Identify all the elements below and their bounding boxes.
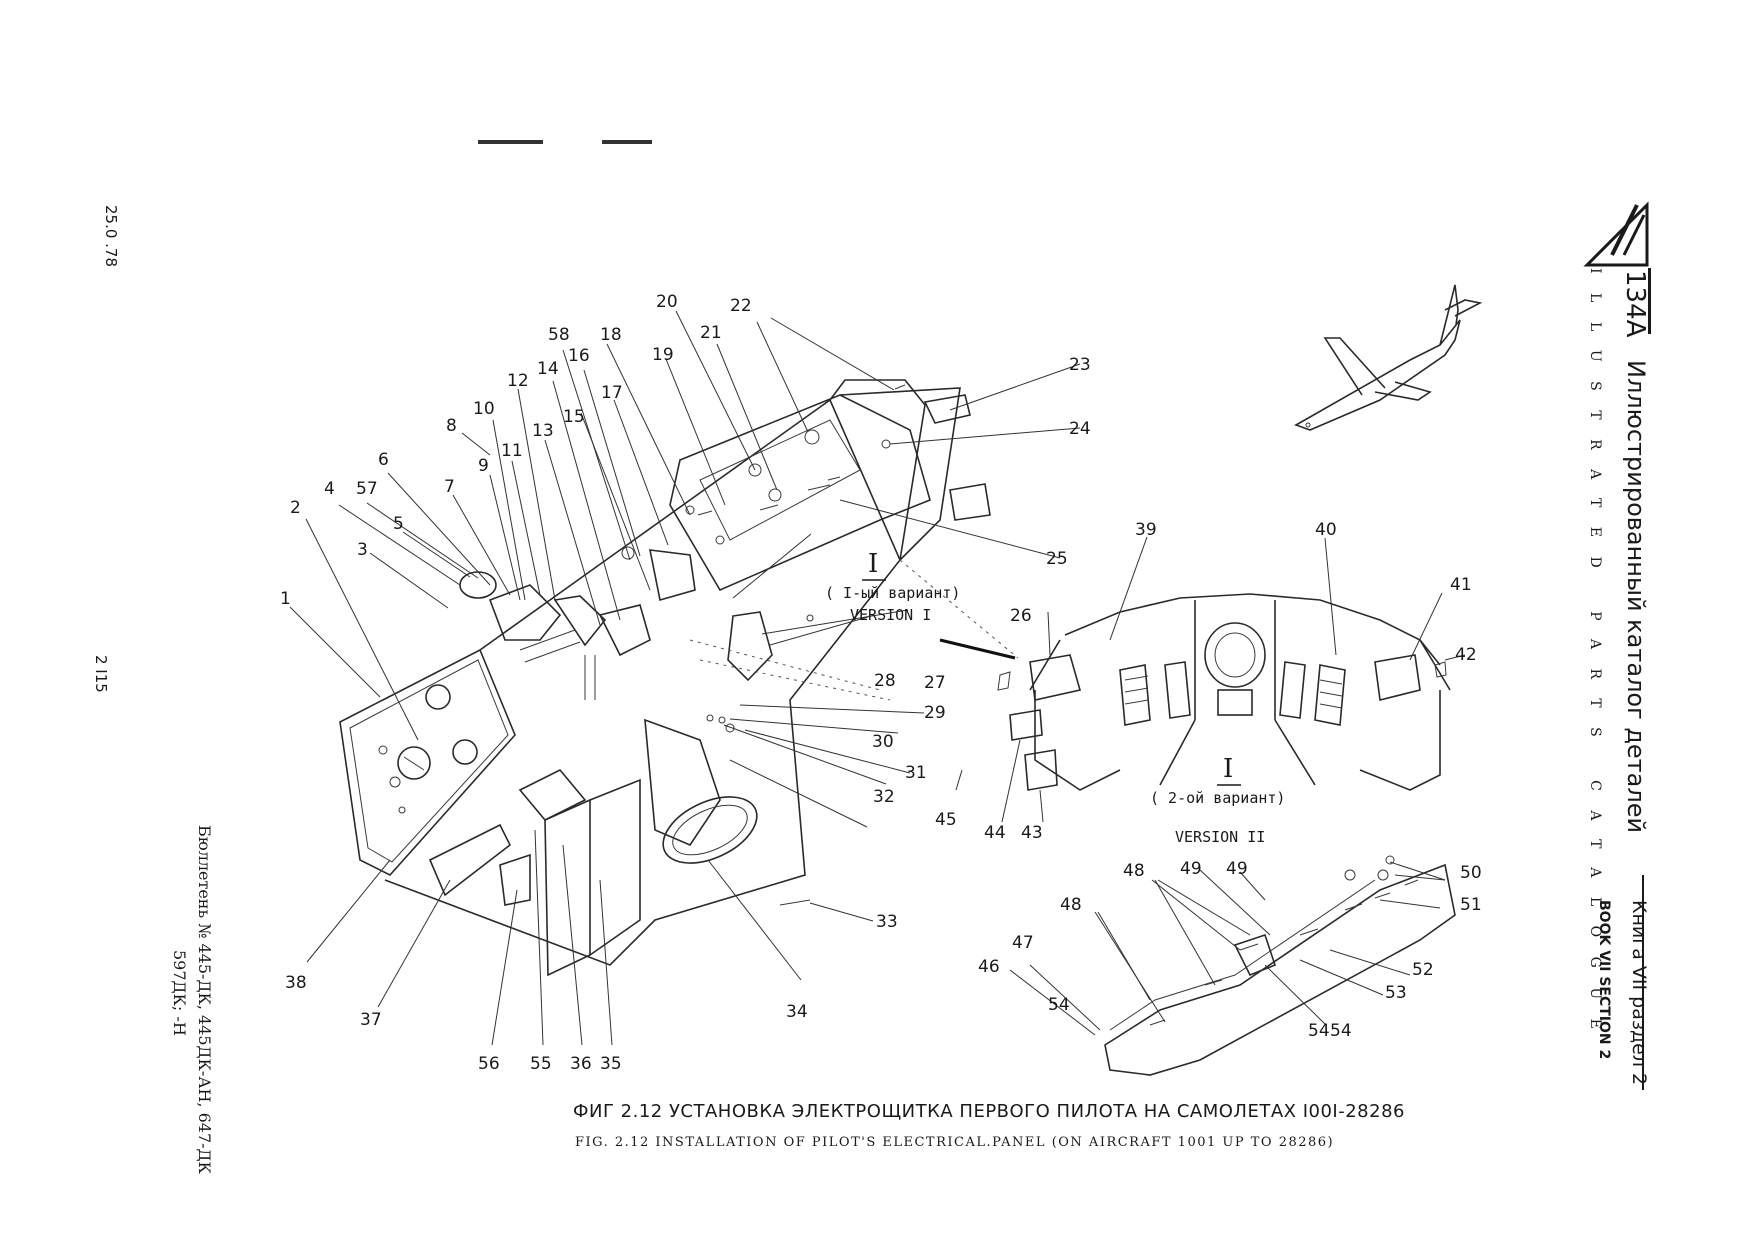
book-rule xyxy=(1642,875,1644,1090)
part-label: 48 xyxy=(1060,895,1082,915)
part-label: 18 xyxy=(600,325,622,345)
scan-mark xyxy=(602,140,652,144)
version1-ru-label: ( I-ый вариант) xyxy=(825,584,960,602)
part-label: 42 xyxy=(1455,645,1477,665)
part-label: 4 xyxy=(324,479,335,499)
part-label: 56 xyxy=(478,1054,500,1074)
part-label: 54 xyxy=(1330,1021,1352,1041)
part-label: 6 xyxy=(378,450,389,470)
part-label: 49 xyxy=(1180,859,1202,879)
part-label: 43 xyxy=(1021,823,1043,843)
part-label: 40 xyxy=(1315,520,1337,540)
part-label: 25 xyxy=(1046,549,1068,569)
part-label: 7 xyxy=(444,477,455,497)
book-label-ru: Книга VII раздел 2 xyxy=(1628,900,1650,1086)
bulletin-line-1: Бюллетень № 445-ДК, 445ДК-АН, 647-ДК xyxy=(195,825,214,1174)
part-label: 22 xyxy=(730,296,752,316)
part-label: 1 xyxy=(280,589,291,609)
part-label: 50 xyxy=(1460,863,1482,883)
part-labels: 1 2 3 4 57 5 6 7 8 9 10 11 12 13 14 58 1… xyxy=(280,292,1482,1074)
version2-en-label: VERSION II xyxy=(1175,828,1265,846)
part-label: 39 xyxy=(1135,520,1157,540)
part-label: 28 xyxy=(874,671,896,691)
date-stamp: 25.0 .78 xyxy=(102,205,120,268)
part-label: 30 xyxy=(872,732,894,752)
part-label: 52 xyxy=(1412,960,1434,980)
part-label: 38 xyxy=(285,973,307,993)
main-panel-drawing xyxy=(339,379,1019,977)
part-label: 11 xyxy=(501,441,523,461)
figure-caption-en: FIG. 2.12 INSTALLATION OF PILOT'S ELECTR… xyxy=(575,1135,1335,1150)
part-label: 37 xyxy=(360,1010,382,1030)
part-label: 57 xyxy=(356,479,378,499)
part-label: 20 xyxy=(656,292,678,312)
version1-en-label: VERSION I xyxy=(850,606,931,624)
page-number: 2 I15 xyxy=(92,655,110,693)
part-label: 44 xyxy=(984,823,1006,843)
part-label: 13 xyxy=(532,421,554,441)
part-label: 17 xyxy=(601,383,623,403)
part-label: 3 xyxy=(357,540,368,560)
aircraft-icon xyxy=(1294,284,1483,431)
part-label: 2 xyxy=(290,498,301,518)
part-label: 45 xyxy=(935,810,957,830)
part-label: 36 xyxy=(570,1054,592,1074)
part-label: 21 xyxy=(700,323,722,343)
bulletin-line-2: 597ДК; -Н xyxy=(170,950,189,1036)
part-label: 16 xyxy=(568,346,590,366)
part-label: 9 xyxy=(478,456,489,476)
part-label: 51 xyxy=(1460,895,1482,915)
tu-logo xyxy=(1583,201,1649,267)
part-label: 24 xyxy=(1069,419,1091,439)
part-label: 58 xyxy=(548,325,570,345)
part-label: 46 xyxy=(978,957,1000,977)
part-label: 41 xyxy=(1450,575,1472,595)
part-label: 14 xyxy=(537,359,559,379)
part-label: 32 xyxy=(873,787,895,807)
part-label: 12 xyxy=(507,371,529,391)
part-label: 10 xyxy=(473,399,495,419)
part-label: 47 xyxy=(1012,933,1034,953)
part-label: 34 xyxy=(786,1002,808,1022)
part-label: 29 xyxy=(924,703,946,723)
part-label: 27 xyxy=(924,673,946,693)
book-label-en: BOOK VII SECTION 2 xyxy=(1596,900,1612,1060)
leader-lines xyxy=(289,310,1466,1046)
version1-roman: I xyxy=(868,549,878,579)
view-labels: I ( I-ый вариант) VERSION I I ( 2-ой вар… xyxy=(825,549,1285,846)
part-label: 31 xyxy=(905,763,927,783)
header-rule xyxy=(1648,268,1651,334)
version2-drawing xyxy=(997,593,1456,1076)
part-label: 48 xyxy=(1123,861,1145,881)
view-connector xyxy=(939,638,1016,660)
part-label: 5 xyxy=(393,514,404,534)
part-label: 26 xyxy=(1010,606,1032,626)
figure-caption-ru: ФИГ 2.12 УСТАНОВКА ЭЛЕКТРОЩИТКА ПЕРВОГО … xyxy=(573,1101,1405,1122)
part-label: 55 xyxy=(530,1054,552,1074)
part-label: 53 xyxy=(1385,983,1407,1003)
model-label: 134A xyxy=(1620,270,1650,338)
part-label: 15 xyxy=(563,407,585,427)
catalog-title-ru: Иллюстрированный каталог деталей xyxy=(1622,360,1650,834)
version2-roman: I xyxy=(1223,754,1233,784)
scan-mark xyxy=(478,140,543,144)
part-label: 8 xyxy=(446,416,457,436)
part-label: 19 xyxy=(652,345,674,365)
part-label: 54 xyxy=(1308,1021,1330,1041)
part-label: 49 xyxy=(1226,859,1248,879)
part-label: 54 xyxy=(1048,995,1070,1015)
part-label: 35 xyxy=(600,1054,622,1074)
version2-ru-label: ( 2-ой вариант) xyxy=(1150,789,1285,807)
part-label: 23 xyxy=(1069,355,1091,375)
part-label: 33 xyxy=(876,912,898,932)
